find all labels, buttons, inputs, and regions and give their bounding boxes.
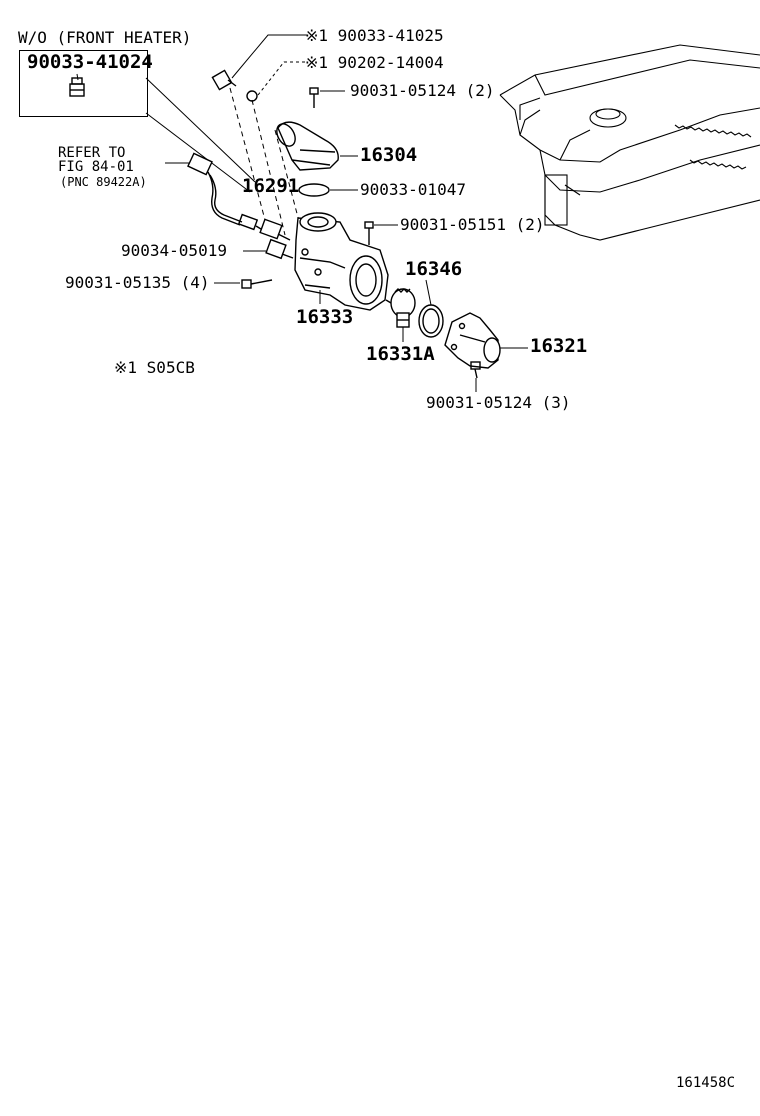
- label-16304: 16304: [360, 144, 418, 166]
- water-inlet-housing-16333: [294, 212, 389, 311]
- refer-line-3: (PNC 89422A): [60, 175, 147, 189]
- label-16331A: 16331A: [366, 343, 435, 365]
- label-16346: 16346: [405, 258, 463, 280]
- inset-box: [19, 50, 148, 117]
- water-inlet-16321: [444, 312, 501, 369]
- footnote-s05cb: ※1 S05CB: [114, 358, 195, 377]
- label-90031-05124-3: 90031-05124 (3): [426, 393, 571, 412]
- bolt-bottom: [470, 361, 481, 379]
- label-90034-05019: 90034-05019: [121, 241, 227, 260]
- label-90202-14004: ※1 90202-14004: [305, 53, 444, 72]
- inset-plug: [69, 77, 85, 97]
- thermostat-16331A: [385, 288, 416, 328]
- label-90031-05124-2: 90031-05124 (2): [350, 81, 495, 100]
- label-90031-05135-4: 90031-05135 (4): [65, 273, 210, 292]
- label-90033-41025: ※1 90033-41025: [305, 26, 444, 45]
- bolt-side: [364, 221, 374, 245]
- inset-title: W/O (FRONT HEATER): [18, 28, 192, 47]
- bolt-90031-05135: [241, 279, 273, 289]
- engine-block: [499, 44, 760, 241]
- temperature-sensor-harness: [187, 152, 267, 233]
- refer-line-1: REFER TO: [58, 145, 126, 161]
- label-16333: 16333: [296, 306, 354, 328]
- label-90031-05151-2: 90031-05151 (2): [400, 215, 545, 234]
- label-90033-01047: 90033-01047: [360, 180, 466, 199]
- refer-line-2: FIG 84-01: [58, 159, 134, 175]
- label-16321: 16321: [530, 335, 588, 357]
- label-90033-41024: 90033-41024: [27, 51, 153, 73]
- water-outlet-16304: [276, 121, 339, 171]
- plug-90033-41025: [211, 69, 237, 91]
- stud-90034-05019: [265, 238, 294, 260]
- label-16291: 16291: [242, 175, 300, 197]
- sender-16291: [259, 218, 291, 241]
- figure-id: 161458C: [676, 1075, 736, 1091]
- bolt-top: [309, 87, 319, 108]
